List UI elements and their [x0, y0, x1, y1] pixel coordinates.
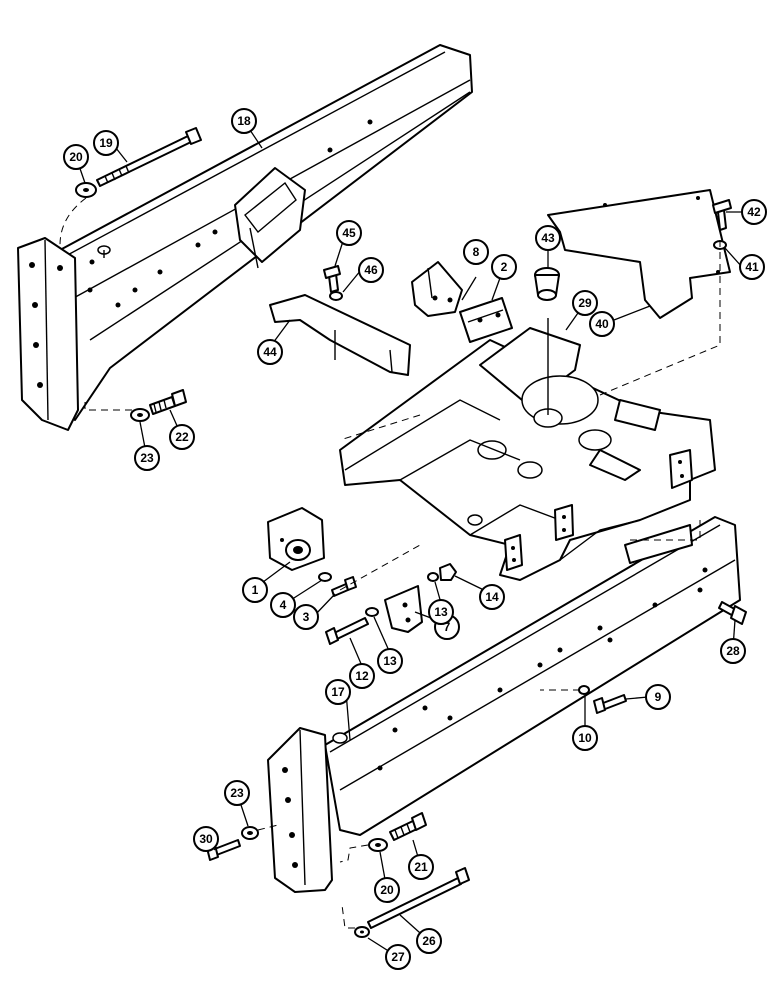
bolt-9 [593, 694, 627, 714]
bolt-21 [389, 812, 427, 841]
washer-20-lower [368, 838, 388, 852]
washer-23-upper [130, 408, 150, 422]
mount-bracket-2 [459, 297, 513, 343]
callout: 28 [720, 638, 746, 664]
callout: 8 [463, 239, 489, 265]
washer-13-left [365, 607, 379, 617]
bolt-3 [331, 576, 357, 597]
callout: 2 [491, 254, 517, 280]
screw-45 [323, 265, 341, 293]
callout: 9 [645, 684, 671, 710]
callout: 17 [325, 679, 351, 705]
callout-label-23-lower: 23 [230, 786, 244, 800]
callout-label-46: 46 [364, 263, 378, 277]
washer-27 [354, 926, 370, 938]
bolt-26 [367, 867, 470, 929]
callout-label-45: 45 [342, 226, 356, 240]
callout-label-43: 43 [541, 231, 555, 245]
callout-label-8: 8 [473, 245, 480, 259]
mount-bracket-8 [411, 261, 463, 317]
callout: 26 [416, 928, 442, 954]
callout-label-20-lower: 20 [380, 883, 394, 897]
callout-label-4: 4 [280, 598, 287, 612]
callout: 3 [293, 604, 319, 630]
callout-label-18: 18 [237, 114, 251, 128]
callout-label-21: 21 [414, 860, 428, 874]
callout-label-28: 28 [726, 644, 740, 658]
callout-label-42: 42 [747, 205, 761, 219]
callout-label-20-upper: 20 [69, 150, 83, 164]
callout: 20 [374, 877, 400, 903]
callout-label-30: 30 [199, 832, 213, 846]
callout: 14 [479, 584, 505, 610]
callout-label-44: 44 [263, 345, 277, 359]
bracket-7 [384, 585, 423, 633]
callout-label-27: 27 [391, 950, 405, 964]
callout: 10 [572, 725, 598, 751]
callout: 23 [224, 780, 250, 806]
callout: 43 [535, 225, 561, 251]
callout: 18 [231, 108, 257, 134]
bracket-44 [269, 294, 411, 376]
callout: 29 [572, 290, 598, 316]
callout-label-14: 14 [485, 590, 499, 604]
left-frame-rail [17, 44, 473, 431]
washer-23-lower [241, 826, 259, 840]
callout-label-13-right: 13 [434, 605, 448, 619]
callout: 13 [377, 648, 403, 674]
engine-mount-1 [267, 507, 325, 571]
callout: 40 [589, 311, 615, 337]
callout: 45 [336, 220, 362, 246]
callout-label-40: 40 [595, 317, 609, 331]
callout-label-9: 9 [655, 690, 662, 704]
callout-label-7: 7 [444, 620, 451, 634]
callout: 22 [169, 424, 195, 450]
callout: 13 [428, 599, 454, 625]
plug-43 [534, 267, 560, 301]
bolt-22 [149, 389, 187, 415]
washer-10 [578, 685, 590, 695]
callout: 19 [93, 130, 119, 156]
washer-20-upper [75, 182, 97, 198]
washer-4 [318, 572, 332, 582]
callout-label-2: 2 [501, 260, 508, 274]
callout: 46 [358, 257, 384, 283]
bolt-28 [718, 601, 747, 625]
callout-label-26: 26 [422, 934, 436, 948]
callout-label-29: 29 [578, 296, 592, 310]
callout-label-41: 41 [745, 260, 759, 274]
callout: 27 [385, 944, 411, 970]
callout-label-17: 17 [331, 685, 345, 699]
callout: 41 [739, 254, 765, 280]
bolt-12 [325, 617, 369, 645]
callout-label-23-upper: 23 [140, 451, 154, 465]
callout: 42 [741, 199, 767, 225]
callout: 30 [193, 826, 219, 852]
nut-14 [439, 563, 457, 581]
washer-46 [329, 291, 343, 301]
right-frame-rail [267, 516, 741, 893]
callout-label-12: 12 [355, 669, 369, 683]
callout: 20 [63, 144, 89, 170]
center-housing [339, 318, 716, 581]
bolt-42 [712, 199, 732, 231]
callout-label-13-left: 13 [383, 654, 397, 668]
callout: 23 [134, 445, 160, 471]
callout-label-1: 1 [252, 583, 259, 597]
washer-13-right [427, 572, 439, 582]
callout-label-10: 10 [578, 731, 592, 745]
callout: 1 [242, 577, 268, 603]
bolt-19 [96, 127, 202, 187]
callout: 12 [349, 663, 375, 689]
callout-label-22: 22 [175, 430, 189, 444]
assembly-lines [59, 197, 721, 929]
callout: 44 [257, 339, 283, 365]
callout: 21 [408, 854, 434, 880]
callout-label-19: 19 [99, 136, 113, 150]
callout-label-3: 3 [303, 610, 310, 624]
callout: 4 [270, 592, 296, 618]
